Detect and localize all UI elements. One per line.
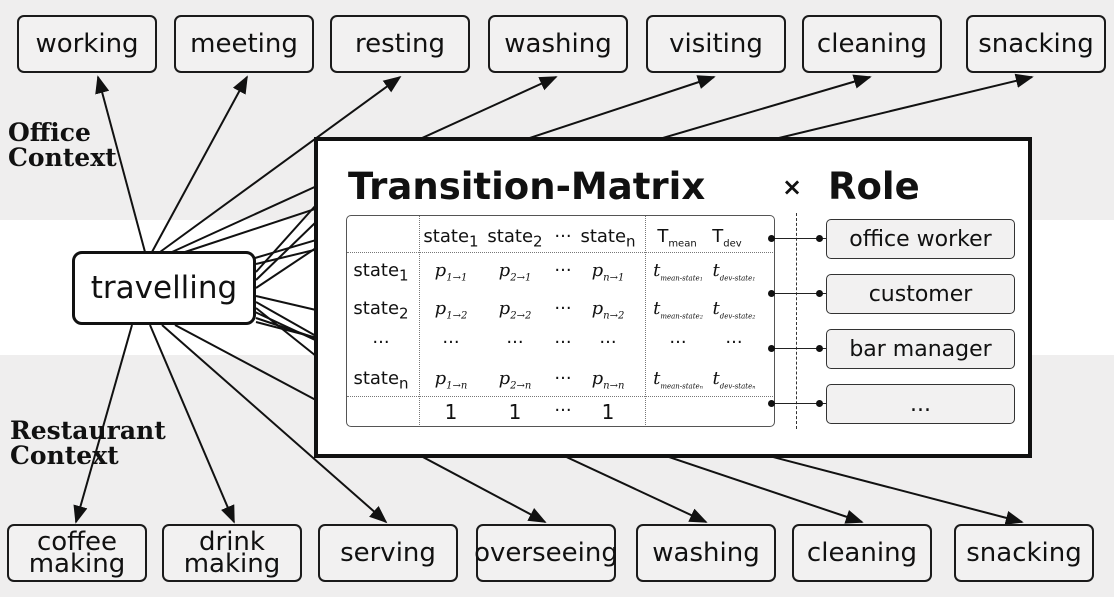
- column-sum: 1: [444, 400, 458, 424]
- column-sum: 1: [601, 400, 615, 424]
- matrix-cell: ···: [554, 298, 572, 319]
- row-label: state2: [353, 298, 409, 323]
- matrix-cell: ···: [554, 260, 572, 281]
- activity-washing-restaurant: washing: [636, 524, 776, 582]
- matrix-cell: ···: [554, 368, 572, 389]
- matrix-cell: pn→n: [591, 368, 625, 392]
- role-connector: [772, 238, 826, 239]
- connector-dot: [816, 290, 823, 297]
- matrix-cell: ···: [599, 332, 617, 353]
- matrix-cell: ···: [669, 332, 687, 353]
- matrix-cell: p1→2: [434, 298, 468, 322]
- transition-arrow: [255, 301, 317, 337]
- activity-snacking-restaurant: snacking: [954, 524, 1094, 582]
- connector-dot: [768, 400, 775, 407]
- matrix-cell: tdev-staten: [712, 368, 756, 391]
- transition-arrow: [151, 75, 248, 253]
- activity-resting: resting: [330, 15, 470, 73]
- times-sign: ×: [782, 173, 803, 201]
- activity-travelling: travelling: [72, 251, 256, 325]
- transition-arrow: [159, 75, 402, 253]
- connector-dot: [768, 290, 775, 297]
- header-state-1: state1: [423, 226, 479, 251]
- role-connector: [772, 293, 826, 294]
- matrix-cell: tmean-staten: [653, 368, 703, 391]
- transition-arrow: [149, 324, 235, 524]
- restaurant-context-label: Restaurant Context: [10, 416, 166, 470]
- role-more: ...: [826, 384, 1015, 424]
- activity-washing: washing: [488, 15, 628, 73]
- transition-arrow: [255, 295, 317, 311]
- matrix-cell: pn→2: [591, 298, 625, 322]
- matrix-header-divider: [347, 252, 773, 253]
- role-connector: [772, 348, 826, 349]
- connector-dot: [768, 345, 775, 352]
- matrix-cell: p1→1: [434, 260, 468, 284]
- matrix-label-divider: [419, 216, 420, 425]
- matrix-cell: tmean-state2: [653, 298, 703, 321]
- transition-arrow: [255, 204, 317, 273]
- matrix-cell: p2→n: [498, 368, 532, 392]
- activity-serving: serving: [318, 524, 458, 582]
- activity-visiting: visiting: [646, 15, 786, 73]
- connector-dot: [768, 235, 775, 242]
- activity-snacking: snacking: [966, 15, 1106, 73]
- matrix-cell: p2→2: [498, 298, 532, 322]
- transition-arrow: [255, 221, 317, 281]
- matrix-cell: p2→1: [498, 260, 532, 284]
- header-ellipsis: ···: [554, 226, 572, 247]
- transition-arrow: [255, 247, 317, 289]
- panel-title: Transition-Matrix: [348, 165, 706, 208]
- matrix-cell: tdev-state1: [712, 260, 756, 283]
- transition-matrix-panel: Transition-Matrix × Role state1 state2 ·…: [314, 137, 1032, 458]
- header-t-mean: Tmean: [657, 226, 697, 250]
- office-context-label: Office Context: [8, 118, 117, 172]
- row-label: staten: [353, 368, 409, 393]
- column-sum: ···: [554, 400, 572, 421]
- matrix-cell: tmean-state1: [653, 260, 703, 283]
- matrix-time-divider: [645, 216, 646, 425]
- role-title: Role: [828, 165, 920, 208]
- matrix-sum-divider: [347, 396, 773, 397]
- activity-overseeing: overseeing: [474, 524, 618, 582]
- role-separator: [796, 213, 797, 429]
- matrix-cell: ···: [506, 332, 524, 353]
- activity-working: working: [17, 15, 157, 73]
- matrix-cell: ···: [442, 332, 460, 353]
- transition-arrow: [73, 324, 133, 524]
- header-state-2: state2: [487, 226, 543, 251]
- row-label: ···: [372, 332, 390, 353]
- activity-drink-making: drink making: [162, 524, 302, 582]
- transition-arrow: [255, 307, 317, 357]
- matrix-cell: p1→n: [434, 368, 468, 392]
- role-office-worker: office worker: [826, 219, 1015, 259]
- role-connector: [772, 403, 826, 404]
- transition-matrix: state1 state2 ··· staten Tmean Tdev stat…: [346, 215, 775, 427]
- connector-dot: [816, 235, 823, 242]
- connector-dot: [816, 345, 823, 352]
- role-bar-manager: bar manager: [826, 329, 1015, 369]
- header-state-n: staten: [580, 226, 636, 251]
- header-t-dev: Tdev: [712, 226, 742, 250]
- matrix-cell: pn→1: [591, 260, 625, 284]
- matrix-cell: ···: [554, 332, 572, 353]
- activity-meeting: meeting: [174, 15, 314, 73]
- row-label: state1: [353, 260, 409, 285]
- transition-arrow: [161, 324, 388, 524]
- activity-cleaning: cleaning: [802, 15, 942, 73]
- role-customer: customer: [826, 274, 1015, 314]
- column-sum: 1: [508, 400, 522, 424]
- matrix-cell: ···: [725, 332, 743, 353]
- matrix-cell: tdev-state2: [712, 298, 756, 321]
- activity-coffee-making: coffee making: [7, 524, 147, 582]
- activity-cleaning-restaurant: cleaning: [792, 524, 932, 582]
- connector-dot: [816, 400, 823, 407]
- transition-arrow: [95, 75, 146, 253]
